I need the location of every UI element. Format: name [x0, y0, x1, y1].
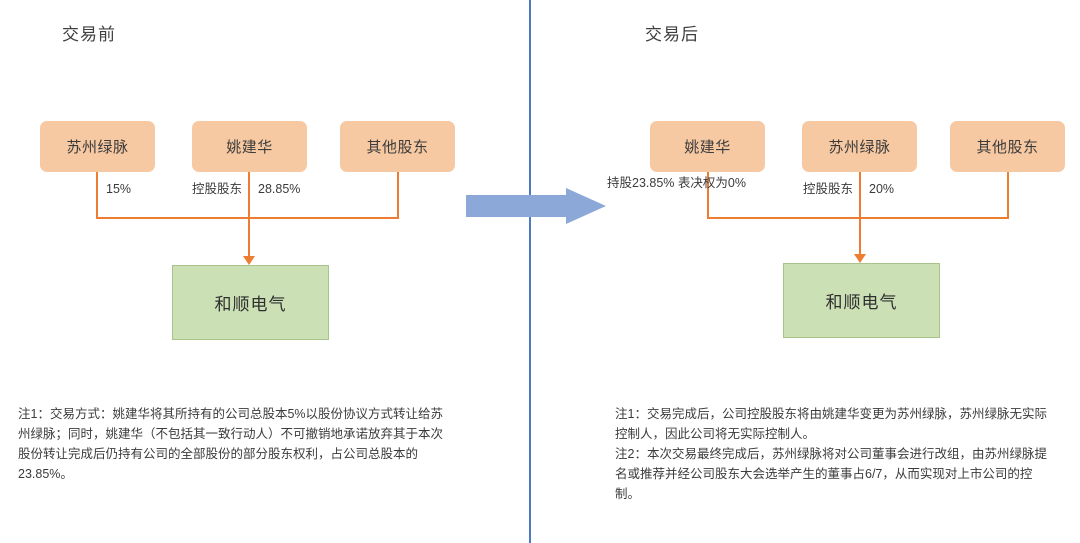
after-shareholder-box-3: 其他股东 [950, 121, 1065, 172]
after-note-1: 注1：交易完成后，公司控股股东将由姚建华变更为苏州绿脉，苏州绿脉无实际控制人，因… [615, 407, 1047, 441]
after-company-name: 和顺电气 [825, 293, 898, 312]
before-company-box: 和顺电气 [172, 265, 329, 340]
panel-divider [529, 0, 531, 543]
after-connector-bus [707, 217, 1009, 219]
before-edge-label-1-right: 15% [106, 182, 132, 196]
before-edge-label-2-left: 控股股东 [191, 182, 242, 196]
before-note-1: 注1：交易方式：姚建华将其所持有的公司总股本5%以股份协议方式转让给苏州绿脉；同… [18, 407, 444, 481]
after-connector-arrowhead-icon [854, 254, 866, 263]
after-note-2: 注2：本次交易最终完成后，苏州绿脉将对公司董事会进行改组，由苏州绿脉提名或推荐并… [615, 447, 1047, 501]
after-connector-drop-1 [707, 172, 709, 219]
after-shareholder-name-2: 苏州绿脉 [828, 139, 891, 156]
before-connector-drop-2 [248, 172, 250, 219]
before-company-name: 和顺电气 [214, 295, 287, 314]
after-shareholder-box-2: 苏州绿脉 [802, 121, 917, 172]
before-shareholder-box-3: 其他股东 [340, 121, 455, 172]
before-connector-arrowhead-icon [243, 256, 255, 265]
after-connector-stem [859, 217, 861, 255]
after-connector-drop-3 [1007, 172, 1009, 219]
before-shareholder-name-2: 姚建华 [226, 139, 273, 156]
after-shareholder-name-3: 其他股东 [976, 139, 1039, 156]
before-connector-drop-1 [96, 172, 98, 219]
before-shareholder-box-2: 姚建华 [192, 121, 307, 172]
after-panel-title: 交易后 [645, 25, 699, 44]
after-company-box: 和顺电气 [783, 263, 940, 338]
after-edge-label-2-left: 控股股东 [802, 182, 853, 196]
before-shareholder-name-1: 苏州绿脉 [66, 139, 129, 156]
before-panel-title: 交易前 [62, 25, 116, 44]
before-shareholder-name-3: 其他股东 [366, 139, 429, 156]
transition-arrow-icon [466, 188, 606, 224]
after-edge-label-2-right: 20% [869, 182, 895, 196]
after-shareholder-box-1: 姚建华 [650, 121, 765, 172]
after-connector-drop-2 [859, 172, 861, 219]
before-edge-label-2-right: 28.85% [258, 182, 301, 196]
before-connector-stem [248, 217, 250, 257]
before-shareholder-box-1: 苏州绿脉 [40, 121, 155, 172]
after-edge-label-1-left: 持股23.85% 表决权为0% [607, 176, 746, 190]
after-shareholder-name-1: 姚建华 [684, 139, 731, 156]
before-connector-bus [96, 217, 399, 219]
before-connector-drop-3 [397, 172, 399, 219]
